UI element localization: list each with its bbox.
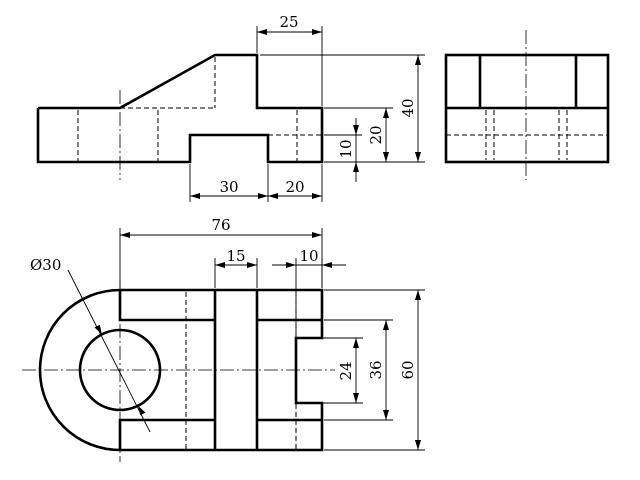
top-slot-upper (118, 290, 215, 322)
dim-notch-depth: 10 (299, 247, 318, 265)
top-bore-circle (78, 328, 162, 412)
dim-slot-width: 30 (219, 178, 238, 196)
dim-total-width: 60 (399, 360, 417, 379)
side-view (444, 30, 610, 180)
dim-right-width: 20 (285, 178, 304, 196)
dim-overall-length: 76 (211, 216, 230, 234)
dim-rib-width: 15 (226, 247, 245, 265)
top-dimensions: 76 15 10 24 36 60 (30, 216, 425, 451)
dim-top-width: 25 (279, 13, 298, 31)
front-outline (36, 53, 324, 164)
top-view (22, 280, 335, 462)
dim-base-height: 10 (337, 139, 355, 158)
dim-inner-width: 36 (367, 360, 385, 379)
dim-notch-width: 24 (337, 361, 355, 380)
dim-diameter: Ø30 (30, 256, 61, 274)
dim-step-height: 20 (367, 125, 385, 144)
front-view (36, 53, 324, 180)
front-dimensions: 25 40 20 10 30 20 (189, 13, 425, 202)
top-slot-lower (118, 418, 215, 450)
dim-total-height: 40 (399, 98, 417, 117)
